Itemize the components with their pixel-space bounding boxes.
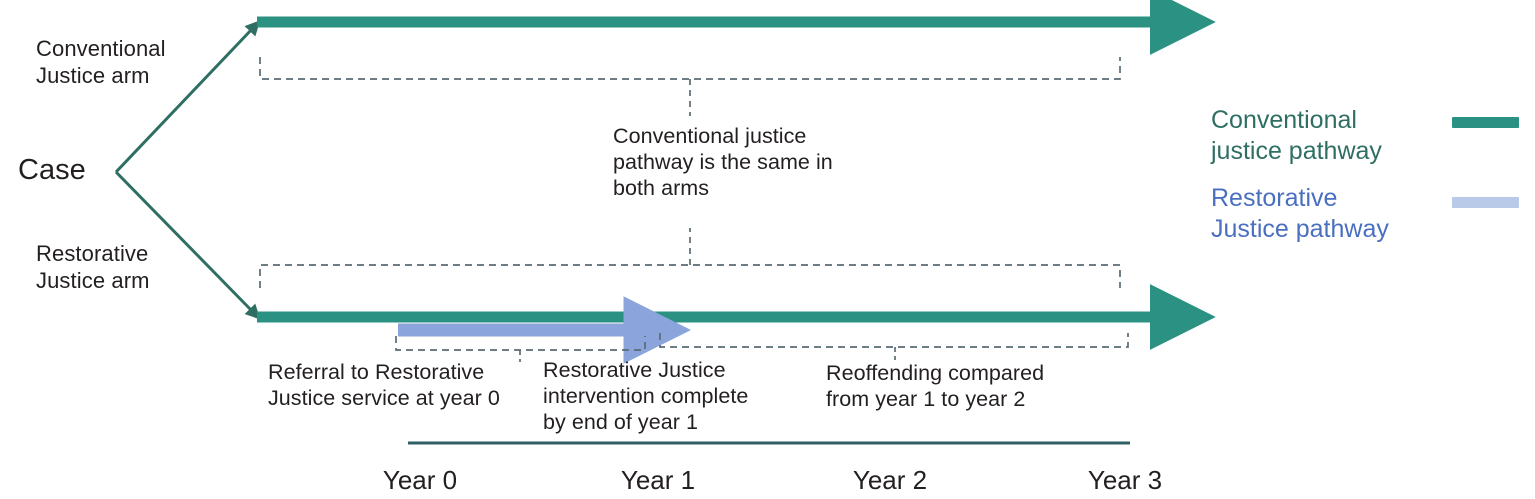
branch-lines xyxy=(114,20,261,320)
timeline-tick-year-1: Year 1 xyxy=(620,465,696,495)
branch-to-restorative-arm xyxy=(114,170,261,320)
legend-item-conventional-label: Conventional justice pathway xyxy=(1211,106,1382,166)
conventional-pathway-arrows xyxy=(257,0,1216,350)
annotation-intervention: Restorative Justice intervention complet… xyxy=(543,358,749,435)
restorative-line-swatch xyxy=(1452,197,1519,208)
timeline-tick-year-3: Year 3 xyxy=(1087,465,1163,495)
timeline-tick-year-2: Year 2 xyxy=(852,465,928,495)
restorative-arm-label: Restorative Justice arm xyxy=(36,241,150,293)
annotation-referral: Referral to Restorative Justice service … xyxy=(268,360,500,411)
annotation-reoffending: Reoffending compared from year 1 to year… xyxy=(826,361,1045,412)
conventional-line-swatch xyxy=(1452,117,1519,128)
conventional-arm-label: Conventional Justice arm xyxy=(36,36,166,88)
annotation-shared-pathway: Conventional justice pathway is the same… xyxy=(613,124,833,201)
bracket-restorative-span xyxy=(259,228,1121,288)
timeline-tick-year-0: Year 0 xyxy=(382,465,458,495)
bracket-intervention-window xyxy=(395,336,646,362)
branch-to-conventional-arm xyxy=(114,20,261,174)
legend-item-restorative-label: Restorative Justice pathway xyxy=(1211,184,1389,244)
bracket-conventional-span xyxy=(259,57,1121,116)
case-node-label: Case xyxy=(18,154,86,186)
bracket-reoffending-window xyxy=(659,333,1129,360)
